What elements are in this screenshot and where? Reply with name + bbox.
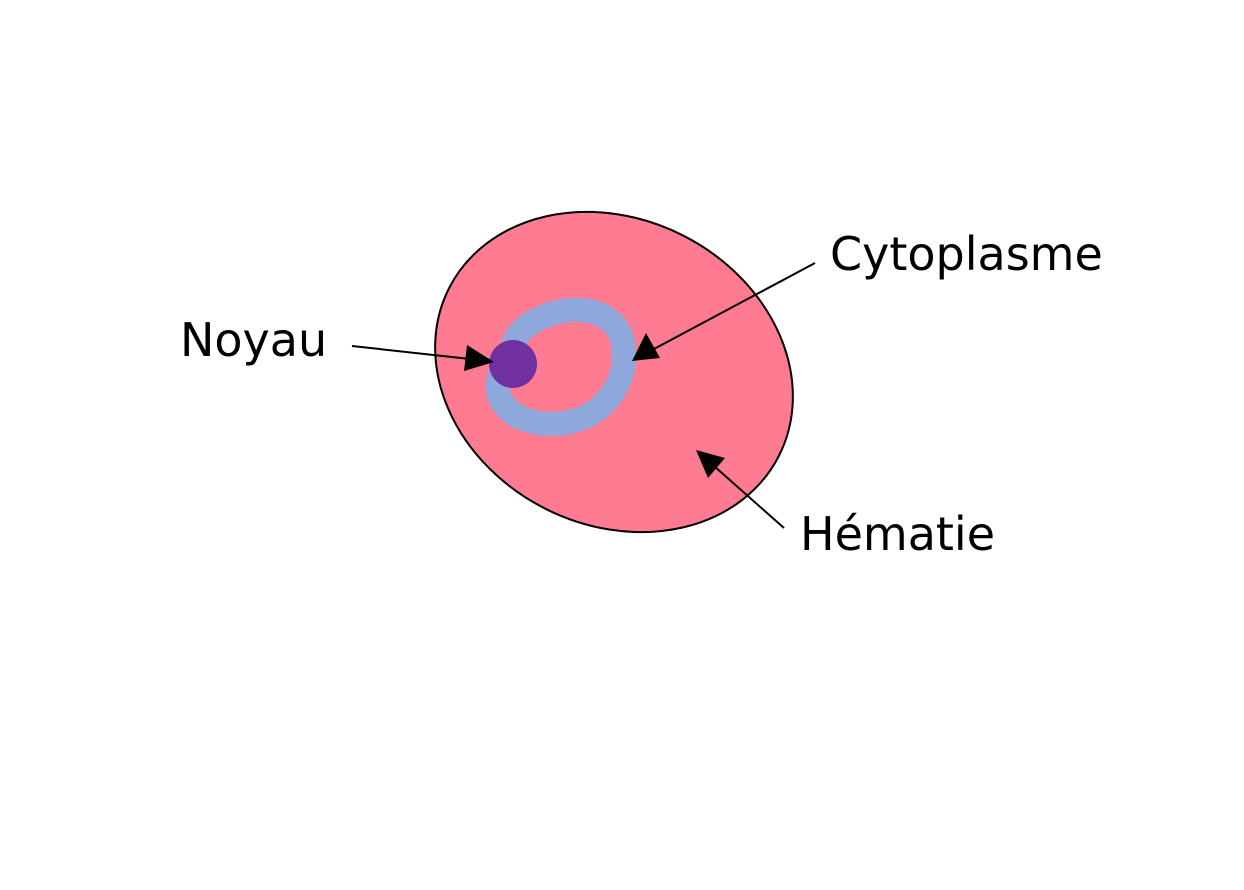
cytoplasme-arrow-line xyxy=(653,262,816,350)
cytoplasme-arrowhead xyxy=(632,333,660,361)
noyau-label: Noyau xyxy=(180,313,327,367)
noyau-arrow-line xyxy=(351,345,471,360)
hematie-arrowhead xyxy=(696,450,725,478)
cytoplasme-label: Cytoplasme xyxy=(830,227,1103,281)
noyau-nucleus xyxy=(489,340,537,388)
hematie-label: Hématie xyxy=(800,507,995,561)
noyau-arrowhead xyxy=(464,345,494,371)
hematie-arrow-line xyxy=(713,465,785,529)
cytoplasme-ring xyxy=(485,297,637,436)
